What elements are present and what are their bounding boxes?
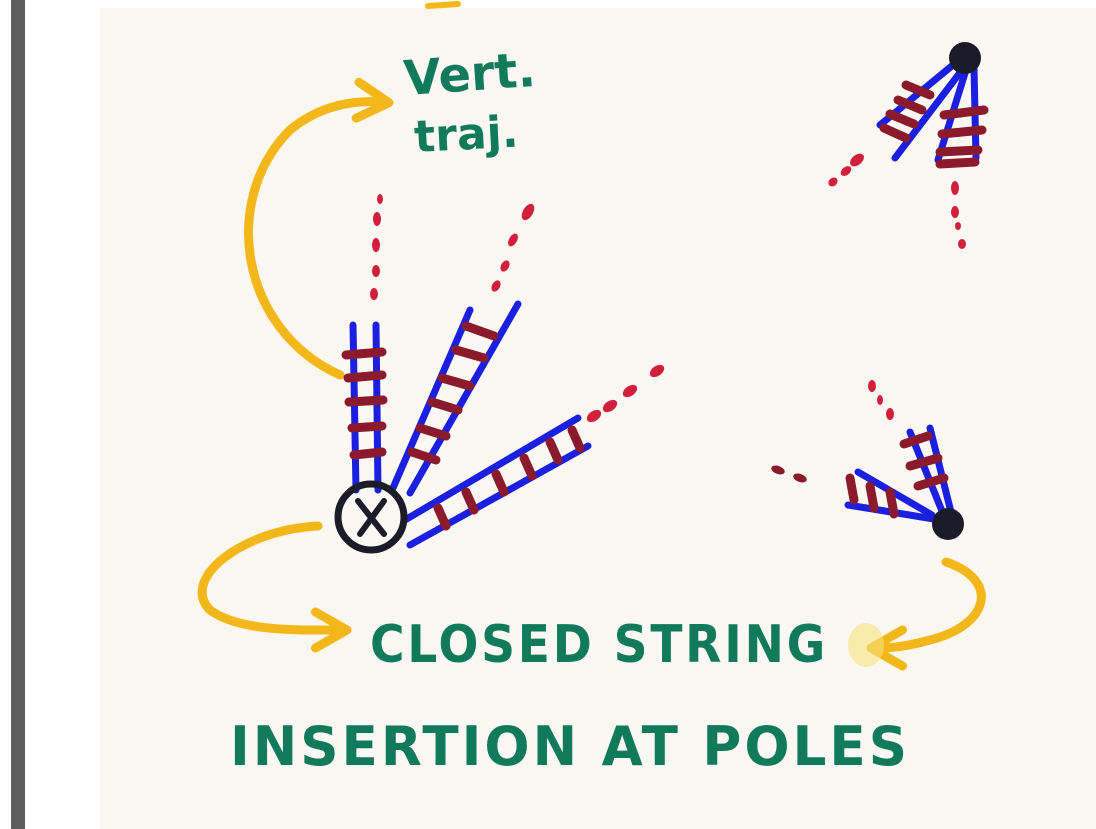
pole-marker	[932, 508, 964, 540]
dotted-trajectories	[770, 464, 808, 484]
pole-marker-crossed	[338, 484, 404, 550]
caption: CLOSED STRING INSERTION AT POLES	[230, 615, 910, 778]
bottom-right-string-cluster	[770, 380, 964, 540]
caption-line2: INSERTION AT POLES	[230, 715, 910, 778]
vert-traj-line2: traj.	[413, 107, 520, 163]
top-yellow-mark	[428, 4, 458, 6]
yellow-smudge	[848, 623, 884, 667]
curved-arrow-left-to-caption	[202, 526, 338, 630]
top-right-string-cluster	[827, 42, 984, 249]
curved-arrow-right-to-caption	[880, 562, 981, 648]
caption-line1: CLOSED STRING	[370, 615, 828, 675]
vert-traj-line1: Vert.	[402, 42, 538, 107]
curved-arrow-to-vert-traj	[249, 102, 380, 375]
pole-marker	[949, 42, 981, 74]
dotted-trajectories	[868, 380, 894, 420]
string-bands	[438, 430, 580, 526]
vert-traj-label: Vert. traj.	[402, 42, 538, 163]
left-string-cluster	[338, 194, 666, 550]
